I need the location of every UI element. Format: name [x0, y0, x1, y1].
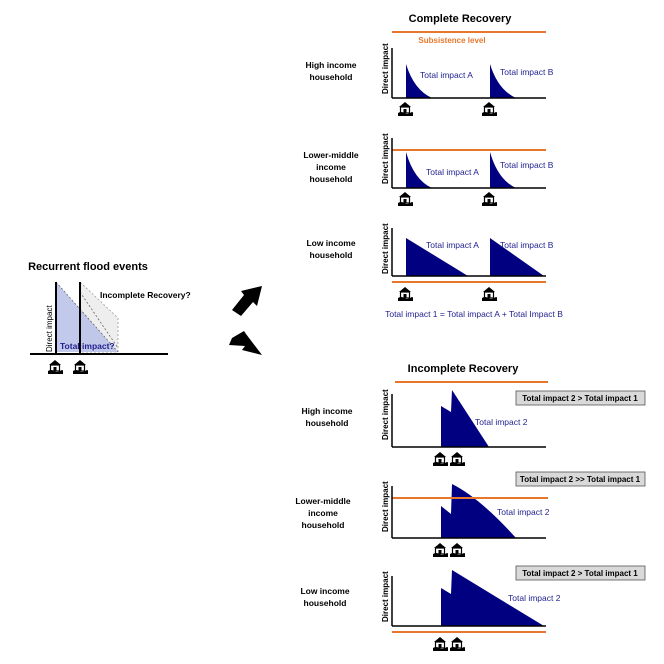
house-icon — [397, 191, 414, 207]
axis-label: Direct impact — [381, 223, 390, 274]
impact-area-a — [406, 64, 432, 98]
impact-b-label: Total impact B — [500, 67, 554, 77]
complete-lower-middle-income: Lower-middle income household Direct imp… — [303, 133, 554, 207]
incomplete-recovery-panel: Incomplete Recovery High income househol… — [295, 363, 646, 652]
arrows — [229, 286, 262, 355]
row-label: Low income — [300, 586, 349, 596]
row-label: Lower-middle — [295, 496, 351, 506]
house-icon — [47, 359, 64, 375]
left-title: Recurrent flood events — [28, 261, 148, 273]
impact-2-label: Total impact 2 — [508, 593, 561, 603]
row-label: household — [310, 174, 353, 184]
complete-low-income: Low income household Direct impact Total… — [306, 223, 554, 302]
row-label: High income — [305, 60, 356, 70]
comparison-box — [515, 390, 646, 406]
axis-label: Direct impact — [381, 389, 390, 440]
house-icon — [449, 542, 466, 558]
row-label: household — [302, 520, 345, 530]
impact-b-label: Total impact B — [500, 240, 554, 250]
row-label: household — [306, 418, 349, 428]
impact-2-label: Total impact 2 — [497, 507, 550, 517]
incomplete-low-income: Low income household Direct impact Total… — [300, 565, 646, 652]
first-event-decay — [55, 281, 119, 353]
row-label: household — [304, 598, 347, 608]
impact-area-b — [490, 152, 516, 188]
impact-a-label: Total impact A — [420, 70, 473, 80]
complete-high-income: High income household Direct impact Tota… — [305, 43, 554, 117]
row-label: household — [310, 250, 353, 260]
house-icon — [449, 636, 466, 652]
house-icon — [397, 101, 414, 117]
house-icon — [432, 451, 449, 467]
incomplete-title: Incomplete Recovery — [408, 363, 520, 375]
complete-title: Complete Recovery — [409, 13, 513, 25]
second-event-decay — [79, 291, 119, 349]
impact-a-label: Total impact A — [426, 240, 479, 250]
comparison-label: Total impact 2 > Total impact 1 — [522, 569, 638, 578]
left-panel: Recurrent flood events Direct impact Inc… — [28, 261, 191, 375]
incomplete-lower-middle-income: Lower-middle income household Direct imp… — [295, 471, 646, 558]
impact-area-a — [406, 152, 432, 188]
row-label: income — [316, 162, 346, 172]
axis-label: Direct impact — [381, 133, 390, 184]
equation-label: Total impact 1 = Total impact A + Total … — [385, 309, 563, 319]
impact-a-label: Total impact A — [426, 167, 479, 177]
house-icon — [481, 191, 498, 207]
house-icon — [432, 542, 449, 558]
left-incomplete-label: Incomplete Recovery? — [100, 290, 191, 300]
comparison-box — [515, 471, 646, 487]
impact-area — [441, 390, 489, 447]
subsistence-label: Subsistence level — [418, 36, 485, 45]
left-total-label: Total impact? — [60, 341, 115, 351]
row-label: household — [310, 72, 353, 82]
first-event-area — [56, 282, 118, 352]
axis-label: Direct impact — [381, 571, 390, 622]
house-icon — [449, 451, 466, 467]
house-icon — [481, 286, 498, 302]
complete-recovery-panel: Complete Recovery Subsistence level High… — [303, 13, 563, 319]
house-icon — [72, 359, 89, 375]
comparison-label: Total impact 2 >> Total impact 1 — [520, 475, 641, 484]
house-icon — [397, 286, 414, 302]
impact-area — [441, 570, 544, 626]
house-icon — [432, 636, 449, 652]
impact-area-b — [490, 64, 516, 98]
up-arrow — [232, 286, 262, 316]
row-label: High income — [301, 406, 352, 416]
impact-2-label: Total impact 2 — [475, 417, 528, 427]
row-label: Lower-middle — [303, 150, 359, 160]
impact-area-a — [406, 238, 468, 276]
axis-label: Direct impact — [381, 481, 390, 532]
impact-area-b — [490, 238, 544, 276]
comparison-box — [515, 565, 646, 581]
row-label: income — [308, 508, 338, 518]
impact-b-label: Total impact B — [500, 160, 554, 170]
house-icon — [481, 101, 498, 117]
axis-label: Direct impact — [381, 43, 390, 94]
down-arrow — [229, 331, 262, 355]
incomplete-high-income: High income household Direct impact Tota… — [301, 389, 646, 467]
left-axis-label: Direct impact — [45, 305, 54, 352]
row-label: Low income — [306, 238, 355, 248]
comparison-label: Total impact 2 > Total impact 1 — [522, 394, 638, 403]
